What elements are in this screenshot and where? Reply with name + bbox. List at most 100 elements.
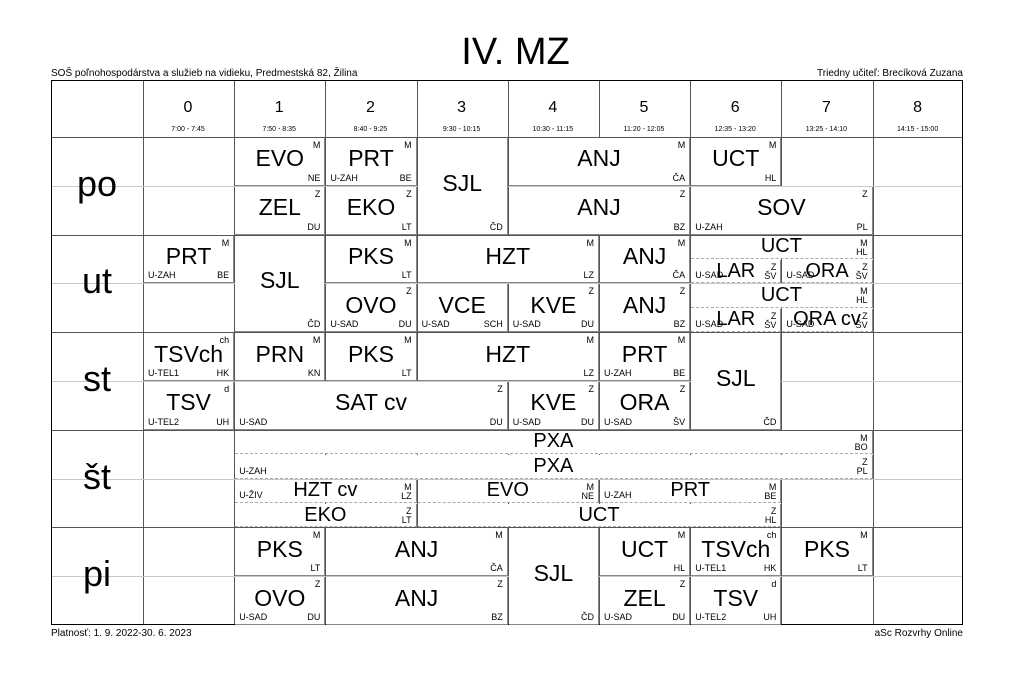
lesson-subject: UCT <box>578 504 620 526</box>
lesson-subject: TSV <box>166 389 211 416</box>
day-name: ut <box>81 260 113 302</box>
lesson-group: d <box>771 579 777 590</box>
day-name: st <box>82 358 111 399</box>
grid-line-vertical <box>416 81 418 624</box>
lesson-subject: ANJ <box>577 194 621 221</box>
lesson-group: Z <box>406 286 412 297</box>
lesson-group: Z <box>679 579 686 590</box>
lesson-group: M <box>677 530 686 541</box>
lesson-subject: SOV <box>757 194 806 221</box>
period-number: 6 <box>730 99 740 116</box>
lesson-group: M <box>404 237 412 248</box>
day-name: št <box>82 455 111 497</box>
lesson-group: Z <box>497 579 503 590</box>
lesson-group: Z <box>314 188 321 199</box>
lesson-subject: SAT cv <box>334 389 407 416</box>
lesson-subject: ANJ <box>577 145 621 172</box>
grid-line-vertical <box>872 81 874 624</box>
lesson-group: d <box>224 384 230 394</box>
lesson-subject: HZT <box>485 340 531 367</box>
lesson-teacher: LZ <box>583 367 594 378</box>
period-time: 10:30 - 11:15 <box>532 126 574 133</box>
lesson-teacher: ČD <box>489 221 503 232</box>
lesson-subject: SJL <box>442 169 482 196</box>
grid-line-horizontal <box>52 234 962 236</box>
lesson-teacher: DU <box>672 611 686 622</box>
lesson-subject: ZEL <box>258 194 301 221</box>
period-time: 7:50 - 8:35 <box>262 126 296 133</box>
lesson-room: U-ZAH <box>604 367 632 378</box>
lesson-room: U-TEL1 <box>148 367 180 378</box>
lesson-card[interactable]: SJL ČD <box>417 138 508 235</box>
lesson-subject: TSVch <box>701 535 771 562</box>
lesson-subject: KVE <box>530 291 577 318</box>
lesson-subject: PRT <box>670 479 711 502</box>
lesson-subject: HZT <box>485 242 531 269</box>
lesson-subject: OVO <box>345 291 397 318</box>
lesson-group: M <box>860 286 868 297</box>
lesson-group: Z <box>314 579 321 590</box>
grid-line-vertical <box>690 81 692 624</box>
lesson-subject: PRT <box>165 242 212 269</box>
lesson-teacher: LT <box>857 563 868 574</box>
lesson-teacher: UH <box>763 611 777 622</box>
grid-line-half <box>52 478 962 480</box>
lesson-teacher: UH <box>216 416 230 427</box>
lesson-group: M <box>860 237 868 248</box>
lesson-subject: PKS <box>256 535 303 562</box>
lesson-subject: ORA <box>805 260 849 282</box>
lesson-group: Z <box>406 506 412 516</box>
period-number: 7 <box>821 99 831 116</box>
